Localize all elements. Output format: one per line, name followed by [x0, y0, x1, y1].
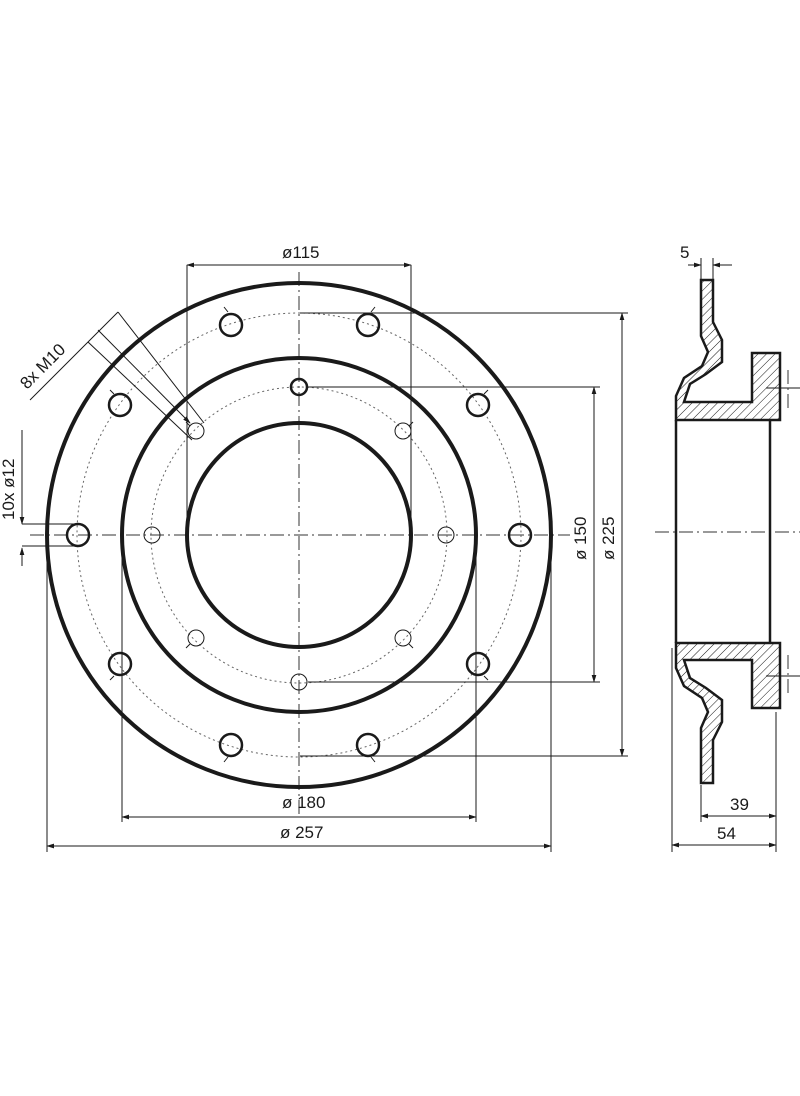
threaded-hole — [187, 629, 205, 647]
dimension-d150: ø 150 — [308, 386, 600, 683]
leader-8x-m10: 8x M10 — [16, 311, 205, 441]
note-10x-d12: 10x ø12 — [0, 459, 18, 520]
dimension-label-d180: ø 180 — [282, 793, 325, 812]
dimension-d225: ø 225 — [300, 312, 628, 757]
leader-10x-d12: 10x ø12 — [0, 430, 78, 566]
outer-hole — [107, 392, 133, 418]
dimension-d180: ø 180 — [121, 545, 477, 822]
outer-hole — [107, 651, 133, 677]
outer-hole — [465, 392, 491, 418]
dimension-d257: ø 257 — [46, 545, 552, 852]
inner-threaded-holes — [143, 377, 455, 691]
outer-bolt-circle — [76, 312, 522, 758]
dimension-54: 54 — [671, 648, 777, 852]
threaded-hole — [143, 526, 161, 544]
threaded-hole — [290, 673, 308, 691]
outer-flange-circle — [45, 281, 553, 789]
side-view: 5 39 54 — [655, 243, 800, 852]
dimension-39: 39 — [700, 712, 777, 852]
dimension-label-d257: ø 257 — [280, 823, 323, 842]
dimension-label-d115: ø115 — [282, 243, 320, 262]
dimension-label-54: 54 — [717, 824, 736, 843]
outer-holes — [65, 312, 533, 758]
outer-hole — [218, 312, 244, 338]
lower-section-profile — [674, 641, 782, 785]
threaded-hole — [394, 422, 412, 440]
threaded-hole — [437, 526, 455, 544]
inner-bolt-circle — [150, 386, 448, 684]
threaded-hole — [187, 422, 205, 440]
outer-hole — [355, 732, 381, 758]
threaded-hole — [394, 629, 412, 647]
dimension-5: 5 — [680, 243, 732, 282]
outer-hole — [218, 732, 244, 758]
dimension-label-d225: ø 225 — [599, 517, 618, 560]
threaded-hole — [289, 377, 309, 397]
dimension-d115: ø115 — [186, 243, 412, 525]
dimension-label-5: 5 — [680, 243, 689, 262]
dimension-label-39: 39 — [730, 795, 749, 814]
upper-section-profile — [674, 278, 782, 422]
outer-hole — [465, 651, 491, 677]
dimension-label-d150: ø 150 — [571, 517, 590, 560]
front-view: ø115 ø 180 ø 257 ø 150 ø 225 — [0, 243, 628, 852]
inner-bore-circle — [185, 421, 413, 649]
outer-hole — [355, 312, 381, 338]
outer-hole — [507, 522, 533, 548]
middle-ring-circle — [120, 356, 478, 714]
note-8x-m10: 8x M10 — [16, 340, 69, 393]
